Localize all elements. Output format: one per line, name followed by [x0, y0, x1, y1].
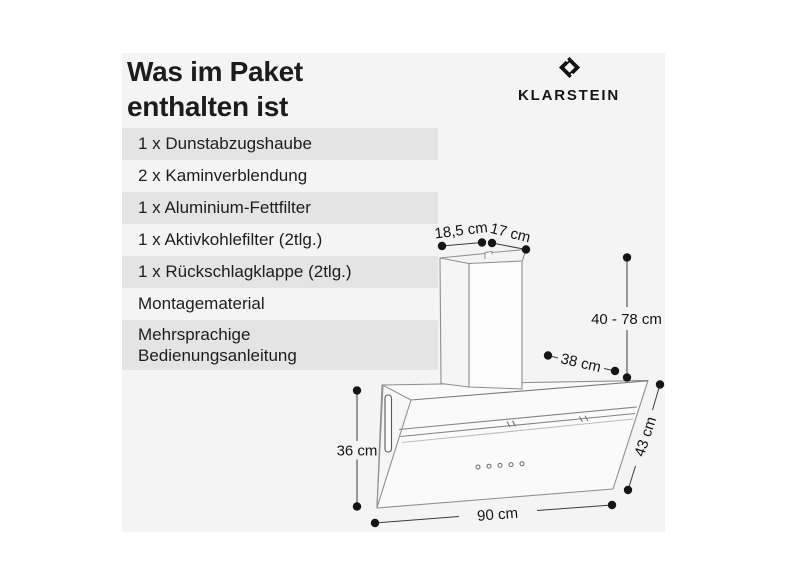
hood-handle-slot: [384, 394, 393, 453]
brand-block: KLARSTEIN: [499, 56, 639, 104]
list-item: 2 x Kaminverblendung: [138, 166, 308, 185]
touch-control-dots: [475, 461, 525, 470]
dim-label-chimney-height-range: 40 - 78 cm: [591, 311, 662, 328]
chimney-inner-duct-tab: [484, 250, 493, 259]
hood-body: [376, 379, 649, 509]
list-item: 1 x Rückschlagklappe (2tlg.): [122, 256, 438, 288]
klarstein-diamond-icon: [558, 56, 580, 79]
dim-line-17cm: [491, 242, 527, 250]
dim-line-18-5cm: [441, 242, 483, 247]
dim-label-glass-front-height: 43 cm: [631, 415, 660, 459]
list-item: 1 x Dunstabzugshaube: [122, 128, 438, 160]
vent-ticks: [506, 415, 589, 428]
list-item: 1 x Aktivkohlefilter (2tlg.): [138, 230, 323, 249]
page-title: Was im Paket enthalten ist: [127, 54, 303, 124]
list-item-label: Mehrsprachige Bedienungsanleitung: [138, 325, 297, 365]
list-item: Montagematerial: [138, 294, 265, 313]
list-item: Mehrsprachige Bedienungsanleitung: [122, 320, 438, 370]
chimney-front-face: [468, 260, 523, 390]
chimney-back-rim-left: [439, 252, 486, 259]
hood-top-fold-line: [410, 380, 649, 401]
dim-line-90cm: [374, 504, 613, 524]
page-title-line1: Was im Paket: [127, 56, 303, 87]
chimney-back-rim-right: [491, 248, 527, 254]
package-list: 1 x Dunstabzugshaube 2 x Kaminverblendun…: [122, 128, 438, 370]
dimension-labels: 18,5 cm 17 cm 40 - 78 cm 38 cm 36 cm 43 …: [337, 219, 662, 525]
page-title-line2: enthalten ist: [127, 91, 289, 122]
dim-label-chimney-front-width: 18,5 cm: [434, 219, 489, 242]
brand-name: KLARSTEIN: [517, 87, 621, 104]
dim-label-top-depth: 38 cm: [559, 350, 603, 376]
vent-band-reflection-line: [401, 418, 634, 444]
dimension-dots: [352, 238, 665, 528]
list-item: 1 x Aluminium-Fettfilter: [122, 192, 438, 224]
dim-label-body-width: 90 cm: [477, 505, 519, 525]
chimney-duct: [439, 248, 527, 390]
chimney-left-face: [439, 257, 470, 388]
vent-band-bottom-line: [400, 412, 636, 438]
vent-band-top-line: [398, 406, 638, 431]
dim-label-body-height: 36 cm: [337, 442, 378, 459]
